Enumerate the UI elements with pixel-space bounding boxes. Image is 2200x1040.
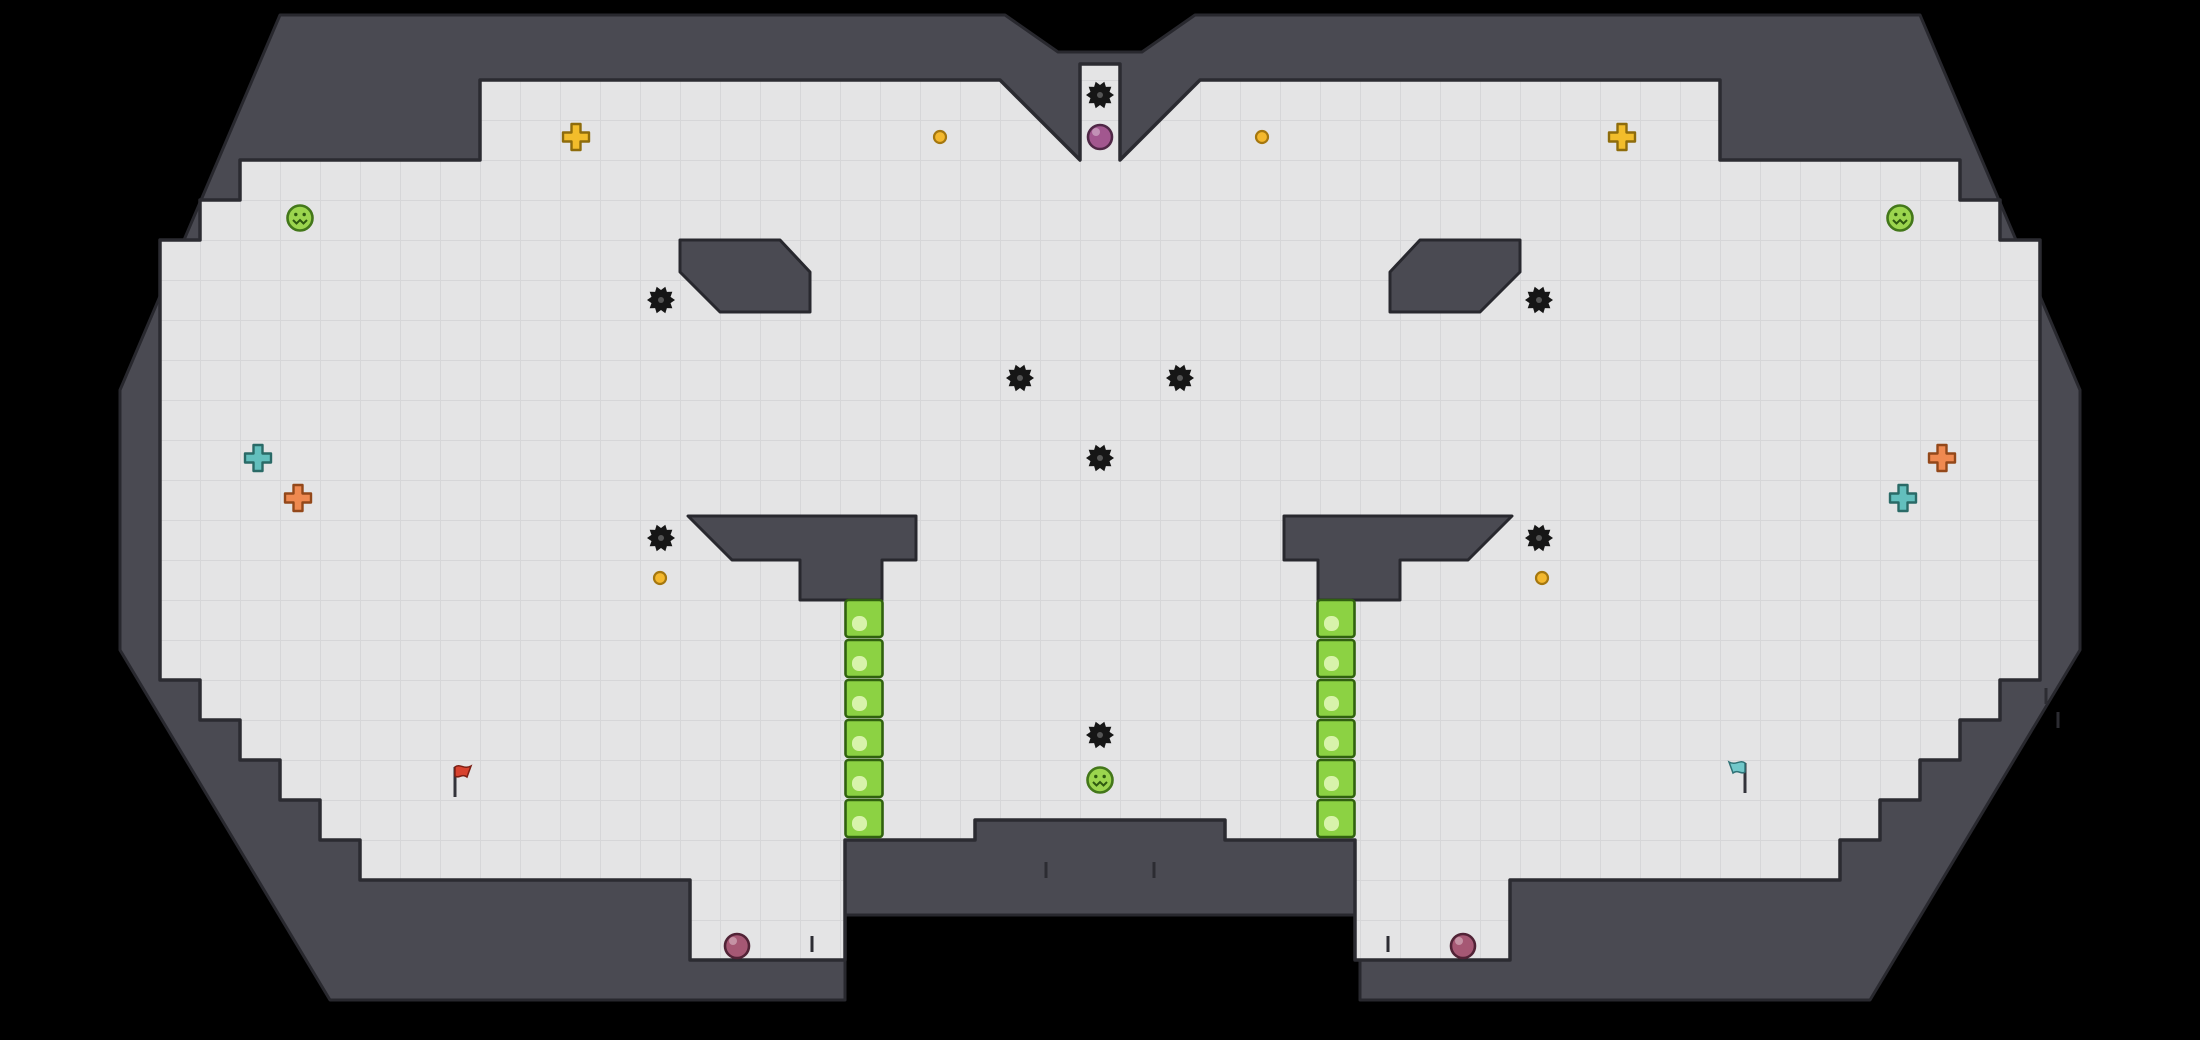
saw-blade (1086, 444, 1114, 472)
wall-island-right (1388, 238, 1522, 314)
flag-red (453, 764, 473, 797)
launch-pad-orange (283, 483, 313, 513)
bounce-block-column (844, 598, 884, 839)
orb-maroon (723, 932, 751, 960)
entity-layer (243, 81, 1957, 960)
gold-piece (1534, 570, 1550, 586)
saw-blade (1166, 364, 1194, 392)
launch-pad-yellow (561, 122, 591, 152)
saw-blade (1525, 286, 1553, 314)
saw-blade (1086, 81, 1114, 109)
patrol-drone (1086, 766, 1114, 794)
launch-pad-teal (1888, 483, 1918, 513)
saw-blade (1525, 524, 1553, 552)
patrol-drone (1886, 204, 1914, 232)
launch-pad-yellow (1607, 122, 1637, 152)
flag-teal (1727, 760, 1747, 793)
saw-blade (1006, 364, 1034, 392)
bounce-block-column (1316, 598, 1356, 839)
saw-blade (647, 524, 675, 552)
launch-pad-orange (1927, 443, 1957, 473)
play-area (158, 62, 2042, 962)
gold-piece (932, 129, 948, 145)
patrol-drone (286, 204, 314, 232)
wall-island-left (678, 238, 812, 314)
gold-piece (652, 570, 668, 586)
crack-layer (810, 688, 2060, 952)
orb-maroon (1449, 932, 1477, 960)
gold-piece (1254, 129, 1270, 145)
orb-purple (1086, 123, 1114, 151)
launch-pad-teal (243, 443, 273, 473)
saw-blade (647, 286, 675, 314)
saw-blade (1086, 721, 1114, 749)
